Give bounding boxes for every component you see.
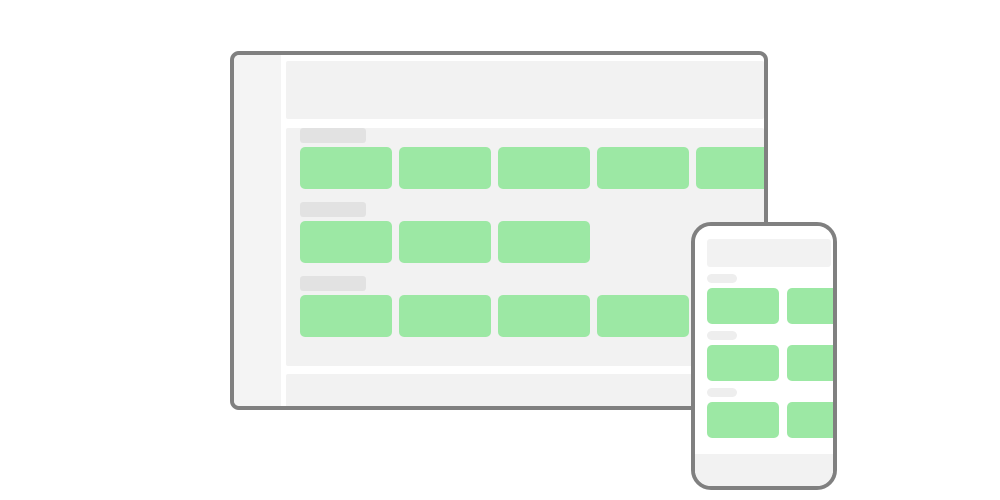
tablet-card-row <box>300 295 764 337</box>
tablet-bezel <box>234 55 281 406</box>
phone-content-card[interactable] <box>787 288 833 324</box>
tablet-content-card[interactable] <box>300 221 392 263</box>
tablet-content-card[interactable] <box>696 147 764 189</box>
tablet-content-card[interactable] <box>498 295 590 337</box>
tablet-content-card[interactable] <box>597 295 689 337</box>
tablet-card-row <box>300 221 764 263</box>
tablet-content-card[interactable] <box>597 147 689 189</box>
phone-content-card[interactable] <box>707 345 779 381</box>
tablet-content-card[interactable] <box>399 295 491 337</box>
tablet-footer-panel <box>286 374 764 406</box>
phone-content-card[interactable] <box>787 345 833 381</box>
tablet-content-card[interactable] <box>498 221 590 263</box>
phone-header-panel <box>707 239 831 267</box>
tablet-content-card[interactable] <box>399 147 491 189</box>
tablet-content-card[interactable] <box>300 295 392 337</box>
phone-section-label-placeholder <box>707 388 737 397</box>
phone-content-card[interactable] <box>787 402 833 438</box>
tablet-card-row <box>300 147 764 189</box>
phone-section-label-placeholder <box>707 331 737 340</box>
phone-card-row <box>707 345 833 381</box>
tablet-section-label-placeholder <box>300 276 366 291</box>
tablet-content-card[interactable] <box>498 147 590 189</box>
tablet-content-card[interactable] <box>300 147 392 189</box>
tablet-device[interactable] <box>230 51 768 410</box>
tablet-screen <box>281 55 764 406</box>
tablet-header-panel <box>286 61 764 119</box>
phone-device[interactable] <box>691 222 837 490</box>
phone-footer-panel <box>695 454 833 486</box>
tablet-section-label-placeholder <box>300 128 366 143</box>
tablet-main-panel <box>286 128 764 366</box>
tablet-content-card[interactable] <box>399 221 491 263</box>
phone-card-row <box>707 402 833 438</box>
phone-section-label-placeholder <box>707 274 737 283</box>
phone-content-card[interactable] <box>707 288 779 324</box>
phone-card-row <box>707 288 833 324</box>
phone-content-card[interactable] <box>707 402 779 438</box>
tablet-section-label-placeholder <box>300 202 366 217</box>
phone-screen <box>695 226 833 486</box>
